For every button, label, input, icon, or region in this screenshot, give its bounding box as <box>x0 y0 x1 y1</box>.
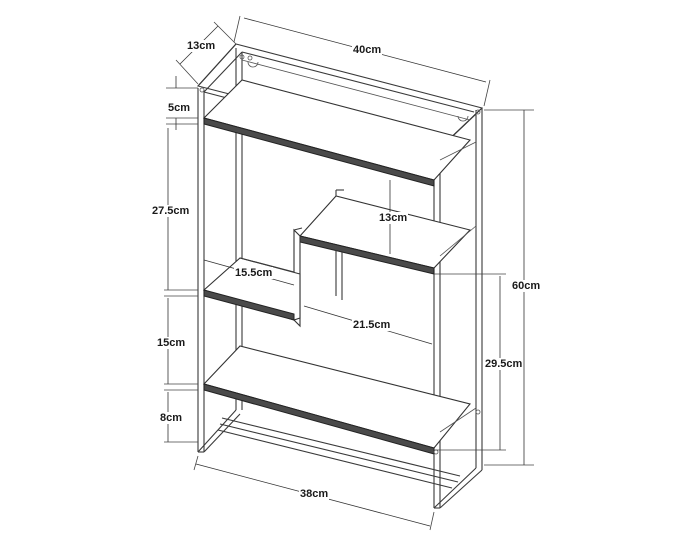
middle-right-shelf <box>298 189 477 300</box>
dim-left-vertical-lines <box>164 76 198 443</box>
label-bottom-gap: 8cm <box>159 412 184 424</box>
dim-depth-line <box>175 21 237 85</box>
top-shelf <box>202 79 477 187</box>
label-lower-compartment: 15cm <box>156 337 187 349</box>
label-middle-shelf-width: 21.5cm <box>352 319 392 331</box>
label-total-height: 60cm <box>511 280 542 292</box>
label-right-lower-height: 29.5cm <box>484 358 524 370</box>
label-shelf-offset: 13cm <box>378 212 409 224</box>
label-top-gap: 5cm <box>167 102 192 114</box>
left-front-post <box>197 88 205 452</box>
label-left-shelf-depth: 15.5cm <box>234 267 274 279</box>
bottom-frame <box>197 409 483 509</box>
label-depth: 13cm <box>186 40 217 52</box>
right-back-post <box>475 108 483 470</box>
label-bottom-width: 38cm <box>299 488 330 500</box>
label-upper-compartment: 27.5cm <box>151 205 191 217</box>
bottom-shelf <box>202 345 481 455</box>
label-top-width: 40cm <box>352 44 383 56</box>
middle-left-shelf <box>202 257 301 321</box>
